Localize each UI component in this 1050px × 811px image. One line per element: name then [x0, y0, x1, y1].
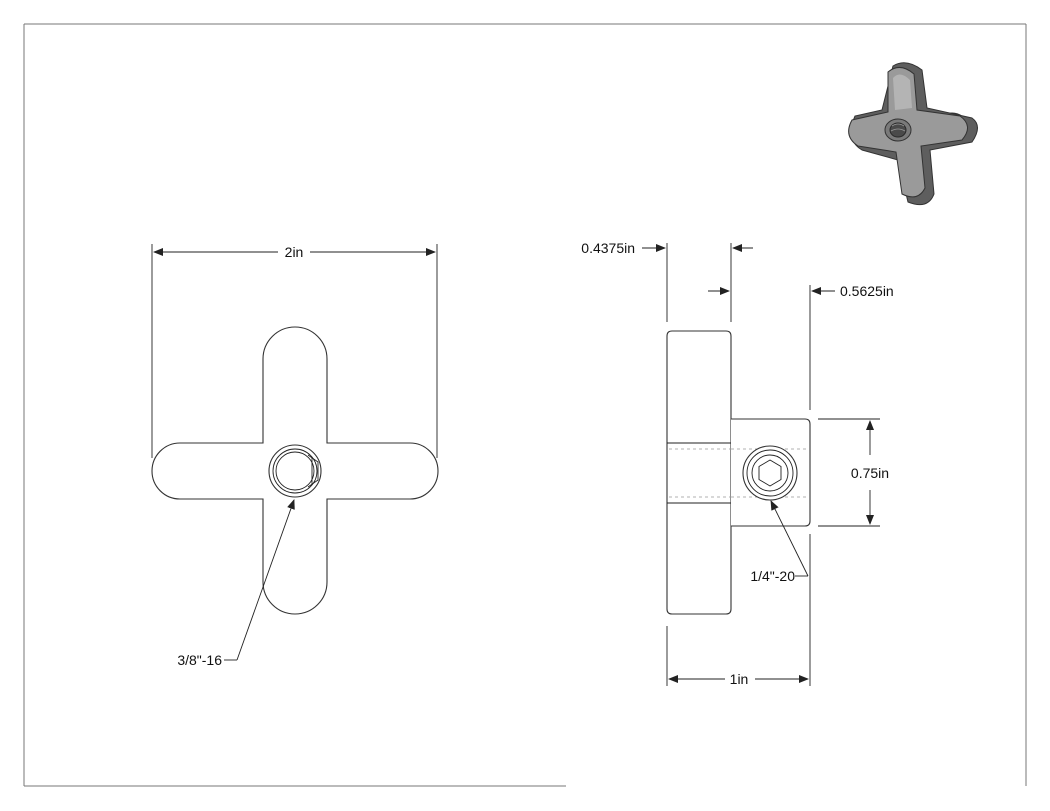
- drawing-border: [23, 23, 1027, 787]
- set-screw-hex-socket: [742, 445, 798, 501]
- cross-knob-isometric-icon: [848, 62, 978, 206]
- dimension-hub-height: 0.75in: [818, 418, 889, 527]
- thread-label-front: 3/8"-16: [177, 652, 222, 668]
- dimension-label-total-length: 1in: [730, 671, 749, 687]
- side-view: 0.4375in 0.5625in 0.75in 1/4"-20: [581, 240, 893, 687]
- dimension-label-front-width: 2in: [285, 244, 304, 260]
- dimension-label-hub-height: 0.75in: [851, 465, 889, 481]
- dimension-label-knob-thickness: 0.4375in: [581, 240, 635, 256]
- leader-side-thread: 1/4"-20: [750, 500, 809, 584]
- dimension-label-hub-length: 0.5625in: [840, 283, 894, 299]
- knob-side-body: [666, 330, 732, 615]
- thread-label-side: 1/4"-20: [750, 568, 795, 584]
- leader-front-thread: 3/8"-16: [177, 499, 295, 668]
- dimension-hub-length: 0.5625in: [708, 283, 894, 410]
- dimension-total-length: 1in: [666, 534, 811, 687]
- dimension-front-width: 2in: [151, 244, 438, 458]
- thread-hole-front: [268, 444, 322, 498]
- dimension-knob-thickness: 0.4375in: [581, 240, 753, 322]
- front-view: 2in 3/8"-16: [151, 244, 439, 668]
